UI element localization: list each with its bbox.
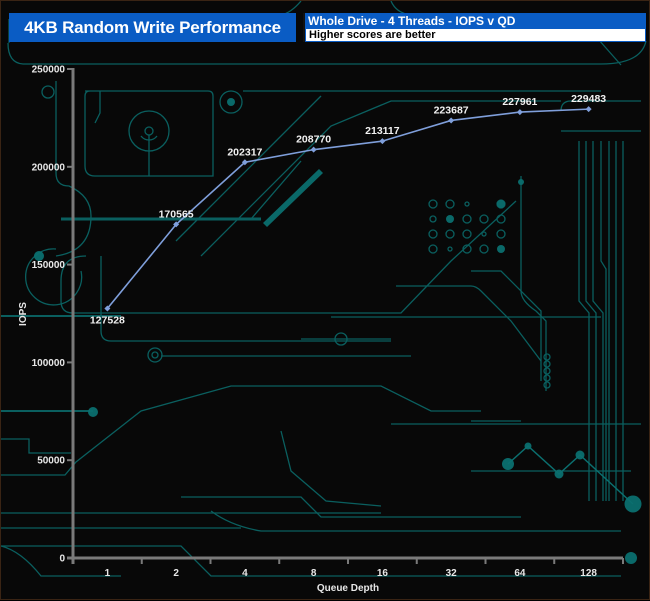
series-line [106, 108, 589, 310]
y-tick-label: 150000 [32, 260, 66, 271]
y-axis: 0 50000 100000 150000 200000 250000 [32, 65, 75, 565]
chart-title: 4KB Random Write Performance [9, 13, 296, 42]
data-label: 202317 [227, 146, 262, 158]
x-axis: 1 2 4 8 16 32 64 128 [67, 556, 624, 579]
data-label: 127528 [90, 315, 125, 327]
data-label: 229483 [571, 93, 606, 105]
x-tick-label: 32 [446, 568, 458, 579]
x-tick-label: 128 [580, 568, 597, 579]
x-axis-title: Queue Depth [317, 583, 379, 594]
x-tick-label: 16 [377, 568, 389, 579]
data-label: 170565 [159, 208, 194, 220]
data-point [104, 305, 111, 312]
y-tick-label: 0 [59, 554, 65, 565]
y-tick-label: 100000 [32, 358, 66, 369]
data-point [585, 106, 592, 113]
data-label: 227961 [502, 96, 537, 108]
data-point [241, 159, 248, 166]
series-iops: 127528 170565 202317 208770 213117 223687 2279… [90, 93, 606, 326]
x-tick-label: 2 [173, 568, 179, 579]
x-tick-label: 1 [105, 568, 111, 579]
data-point [379, 138, 386, 145]
y-tick-label: 250000 [32, 65, 66, 76]
data-point [516, 109, 523, 116]
y-tick-label: 200000 [32, 162, 66, 173]
x-tick-label: 64 [514, 568, 526, 579]
subtitle-box: Whole Drive - 4 Threads - IOPS v QD High… [303, 13, 646, 42]
chart-note: Higher scores are better [305, 29, 646, 42]
data-label: 208770 [296, 134, 331, 146]
data-label: 213117 [365, 125, 400, 137]
chart-subtitle: Whole Drive - 4 Threads - IOPS v QD [305, 13, 646, 29]
trace [7, 40, 647, 65]
data-label: 223687 [434, 104, 469, 116]
y-axis-title: IOPS [18, 302, 29, 326]
x-tick-label: 8 [311, 568, 317, 579]
data-point [310, 146, 317, 153]
x-tick-label: 4 [242, 568, 248, 579]
y-tick-label: 50000 [37, 456, 65, 467]
data-point [448, 117, 455, 124]
data-point [173, 221, 180, 228]
